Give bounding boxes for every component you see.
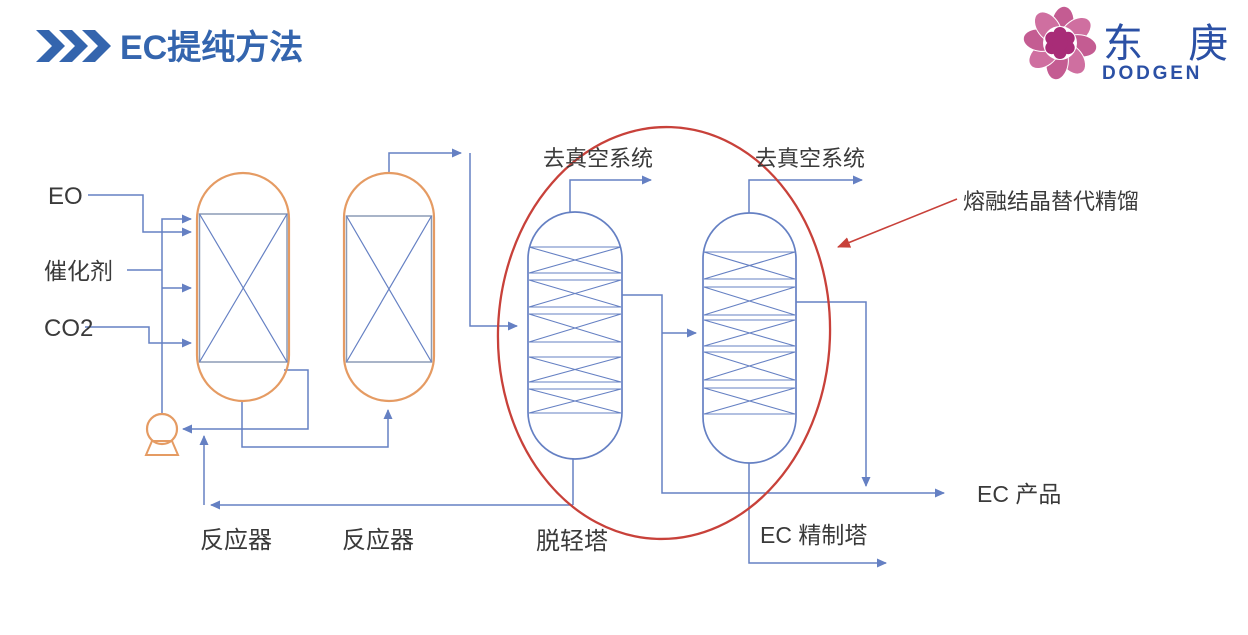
ec-refining-column-vessel	[702, 212, 797, 464]
logo-flower-center	[1045, 27, 1075, 59]
annotation-arrow	[837, 198, 958, 248]
process-lines	[85, 148, 945, 568]
to-vacuum-label-1: 去真空系统	[543, 146, 653, 171]
pump-icon	[144, 412, 180, 456]
to-vacuum-label-2: 去真空系统	[755, 146, 865, 171]
logo-latin-text: DODGEN	[1102, 63, 1202, 84]
light-ends-column-vessel	[527, 211, 623, 460]
feed-manifold-line	[161, 214, 192, 414]
reactor2-label: 反应器	[342, 527, 414, 554]
column2-sidedraw-line	[796, 301, 871, 487]
catalyst-label: 催化剂	[44, 258, 113, 284]
reactor1-to-pump-line	[182, 369, 309, 434]
diagram-labels: EO 催化剂 CO2 去真空系统 去真空系统 EC 产品 反应器 反应器 脱轻塔…	[44, 146, 1061, 555]
ec-product-label: EC 产品	[977, 481, 1061, 507]
column2-bottoms-line	[748, 463, 887, 568]
highlight-ellipse	[496, 125, 832, 541]
annotation-text: 熔融结晶替代精馏	[963, 189, 1139, 214]
reactor2-vessel	[342, 171, 436, 403]
column1-sidedraw-line	[622, 294, 945, 498]
ec-refining-column-label: EC 精制塔	[760, 522, 867, 548]
company-logo: 东 庚 DODGEN	[1022, 5, 1228, 84]
co2-feed-line	[85, 326, 192, 348]
highlight-annotation: 熔融结晶替代精馏	[496, 125, 1139, 541]
eo-label: EO	[48, 183, 83, 210]
reactor1-label: 反应器	[200, 527, 272, 554]
reactor1-to-reactor2-line	[241, 401, 393, 448]
title-chevron-icon	[36, 30, 111, 62]
co2-label: CO2	[44, 315, 93, 342]
logo-flower-icon	[1022, 5, 1098, 81]
column2-vacuum-line	[748, 175, 863, 213]
column1-inlet-line	[469, 153, 518, 331]
logo-cjk-text: 东 庚	[1103, 22, 1228, 66]
reactor2-overhead-line	[388, 148, 462, 173]
header: EC提纯方法	[36, 29, 303, 67]
column1-vacuum-line	[569, 175, 652, 212]
reactor1-vessel	[195, 171, 291, 403]
light-ends-column-label: 脱轻塔	[536, 528, 608, 555]
page-title: EC提纯方法	[120, 29, 303, 67]
eo-feed-line	[88, 194, 192, 237]
